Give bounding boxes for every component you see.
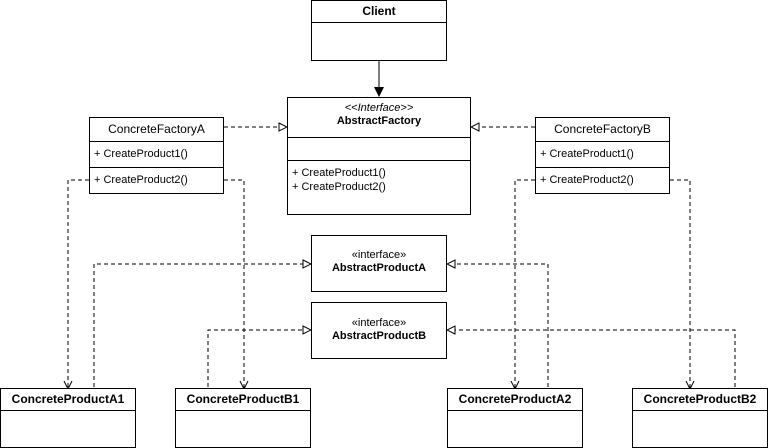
operation: + CreateProduct2() [292, 181, 386, 193]
factory-b-creates-a2 [515, 179, 535, 389]
class-name: ConcreteProductB2 [633, 389, 767, 411]
b2-realizes-product-b [447, 330, 736, 387]
attributes-section [288, 138, 470, 161]
class-name: ConcreteProductB1 [176, 389, 310, 411]
operation: + CreateProduct1() [292, 167, 386, 179]
concrete-product-a1-class[interactable]: ConcreteProductA1 [0, 388, 136, 448]
class-name: ConcreteProductA1 [1, 389, 135, 411]
concrete-product-b2-class[interactable]: ConcreteProductB2 [632, 388, 768, 448]
a1-realizes-product-a [93, 264, 311, 387]
class-header: «interface» AbstractProductA [312, 236, 446, 275]
stereotype: «interface» [351, 317, 407, 329]
abstract-product-a-class[interactable]: «interface» AbstractProductA [311, 235, 447, 292]
class-name: AbstractProductB [331, 330, 427, 342]
factory-a-creates-a1 [68, 179, 89, 389]
abstract-factory-class[interactable]: <<Interface>> AbstractFactory + CreatePr… [287, 97, 471, 215]
class-header: «interface» AbstractProductB [312, 303, 446, 343]
class-name: ConcreteFactoryB [536, 118, 669, 142]
class-name: ConcreteFactoryA [90, 118, 223, 142]
stereotype: «interface» [351, 249, 407, 261]
class-name: ConcreteProductA2 [448, 389, 582, 411]
operations-section: + CreateProduct1() + CreateProduct2() [288, 161, 470, 194]
a2-realizes-product-a [447, 264, 549, 387]
concrete-product-b1-class[interactable]: ConcreteProductB1 [175, 388, 311, 448]
operation: + CreateProduct1() [536, 142, 669, 168]
factory-b-creates-b2 [670, 179, 690, 389]
operation: + CreateProduct2() [94, 174, 188, 186]
b1-realizes-product-b [207, 330, 311, 387]
class-name: AbstractFactory [336, 115, 422, 127]
factory-a-creates-b1 [224, 179, 244, 389]
operation: + CreateProduct2() [540, 174, 634, 186]
concrete-product-a2-class[interactable]: ConcreteProductA2 [447, 388, 583, 448]
stereotype: <<Interface>> [344, 102, 414, 114]
client-class[interactable]: Client [311, 0, 447, 61]
operation: + CreateProduct1() [90, 142, 223, 168]
concrete-factory-a-class[interactable]: ConcreteFactoryA + CreateProduct1() + Cr… [89, 117, 224, 194]
class-name: AbstractProductA [331, 262, 427, 274]
class-name: Client [312, 1, 446, 23]
concrete-factory-b-class[interactable]: ConcreteFactoryB + CreateProduct1() + Cr… [535, 117, 670, 194]
abstract-product-b-class[interactable]: «interface» AbstractProductB [311, 302, 447, 359]
class-header: <<Interface>> AbstractFactory [288, 98, 470, 138]
